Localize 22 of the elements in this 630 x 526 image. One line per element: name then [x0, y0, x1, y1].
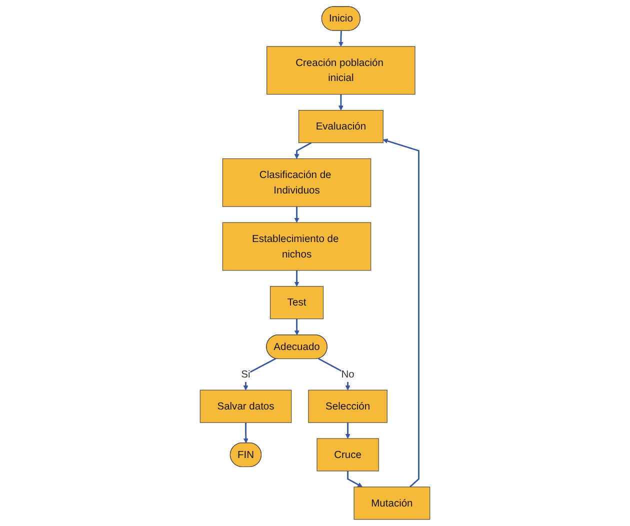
arrow — [382, 138, 420, 488]
node-box: Establecimiento de nichos — [222, 222, 372, 271]
arrow — [243, 358, 276, 390]
node-box: Evaluación — [298, 110, 384, 144]
arrow — [345, 422, 350, 439]
node-box: Cruce — [316, 438, 379, 472]
node-box: Salvar datos — [200, 390, 292, 423]
arrow — [338, 94, 344, 110]
node-box: Creación población inicial — [266, 46, 416, 95]
arrow — [294, 270, 300, 287]
node-box: Clasificación de Individuos — [222, 158, 372, 207]
arrow — [338, 30, 344, 47]
arrow — [347, 471, 363, 488]
arrow — [294, 142, 312, 159]
node-box: Test — [270, 286, 324, 320]
node-box: Selección — [308, 390, 388, 423]
arrow — [294, 206, 300, 223]
edge-label: No — [341, 368, 354, 380]
node-box: Mutación — [354, 486, 430, 520]
edge-label: Si — [241, 368, 250, 380]
arrow — [294, 318, 300, 336]
arrow — [243, 422, 248, 444]
